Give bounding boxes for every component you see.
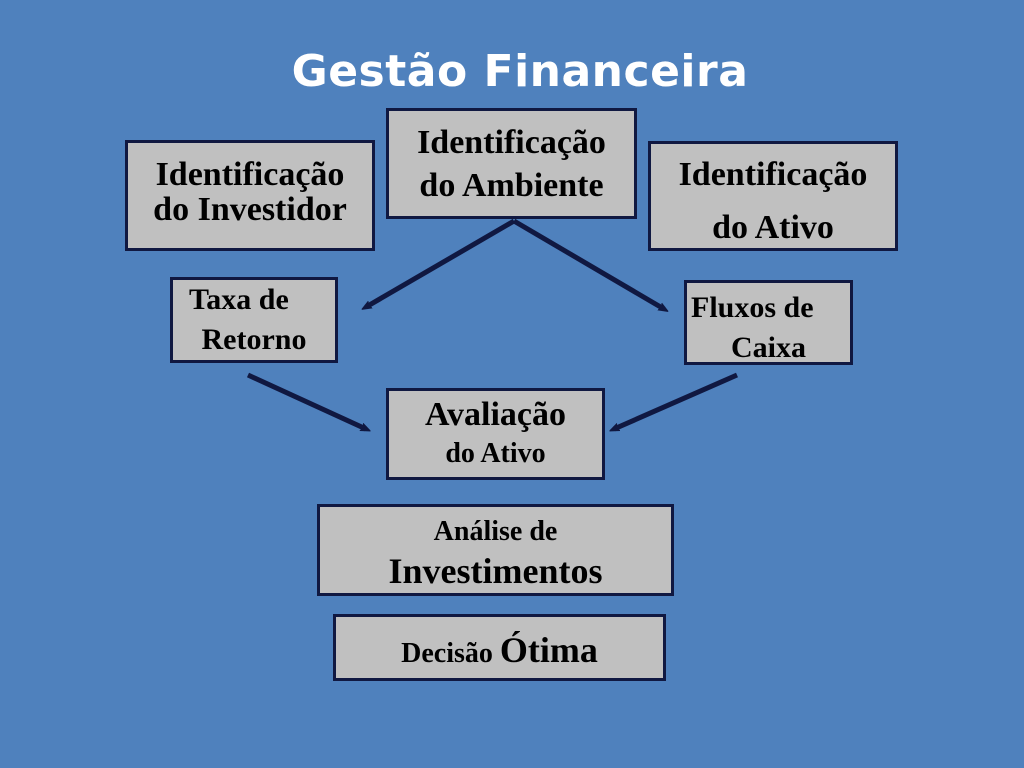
- box-label-line-1: Identificação: [678, 156, 868, 193]
- box-label-line-1: Fluxos de: [691, 291, 814, 324]
- box-label-line-2: do Ambiente: [419, 167, 604, 204]
- box-label-line-1: Análise de: [433, 516, 558, 547]
- box-label-line-1: Avaliação: [424, 396, 566, 433]
- arrow-ambiente-to-fluxos: [512, 218, 664, 309]
- box-label-line-1: Taxa de: [189, 283, 289, 316]
- arrow-ambiente-to-taxa: [366, 218, 516, 307]
- slide-title: Gestão Financeira: [291, 46, 749, 97]
- box-identificacao-ativo: Identificação do Ativo: [648, 141, 898, 251]
- box-taxa-de-retorno: Taxa de Retorno: [170, 277, 338, 363]
- box-label: Decisão Ótima: [336, 617, 663, 687]
- arrow-fluxos-to-avaliacao: [614, 372, 739, 429]
- box-label-line-1: Identificação: [155, 156, 345, 193]
- box-label-line-2: do Investidor: [153, 191, 347, 228]
- box-label-line-2: do Ativo: [445, 438, 546, 469]
- box-label-line-2: do Ativo: [712, 209, 834, 246]
- box-label-line-1: Identificação: [417, 124, 606, 161]
- box-label-line-2: Investimentos: [388, 551, 603, 591]
- box-label-line-2: Retorno: [201, 323, 307, 356]
- box-label-word-1: Decisão: [401, 638, 493, 669]
- box-fluxos-de-caixa: Fluxos de Caixa: [684, 280, 853, 365]
- box-identificacao-investidor: Identificação do Investidor: [125, 140, 375, 251]
- box-identificacao-ambiente: Identificação do Ambiente: [386, 108, 637, 219]
- box-decisao-otima: Decisão Ótima: [333, 614, 666, 681]
- arrow-taxa-to-avaliacao: [246, 372, 366, 429]
- box-label-line-2: Caixa: [731, 331, 806, 364]
- box-label-word-2: Ótima: [499, 630, 598, 670]
- box-avaliacao-do-ativo: Avaliação do Ativo: [386, 388, 605, 480]
- box-analise-de-investimentos: Análise de Investimentos: [317, 504, 674, 596]
